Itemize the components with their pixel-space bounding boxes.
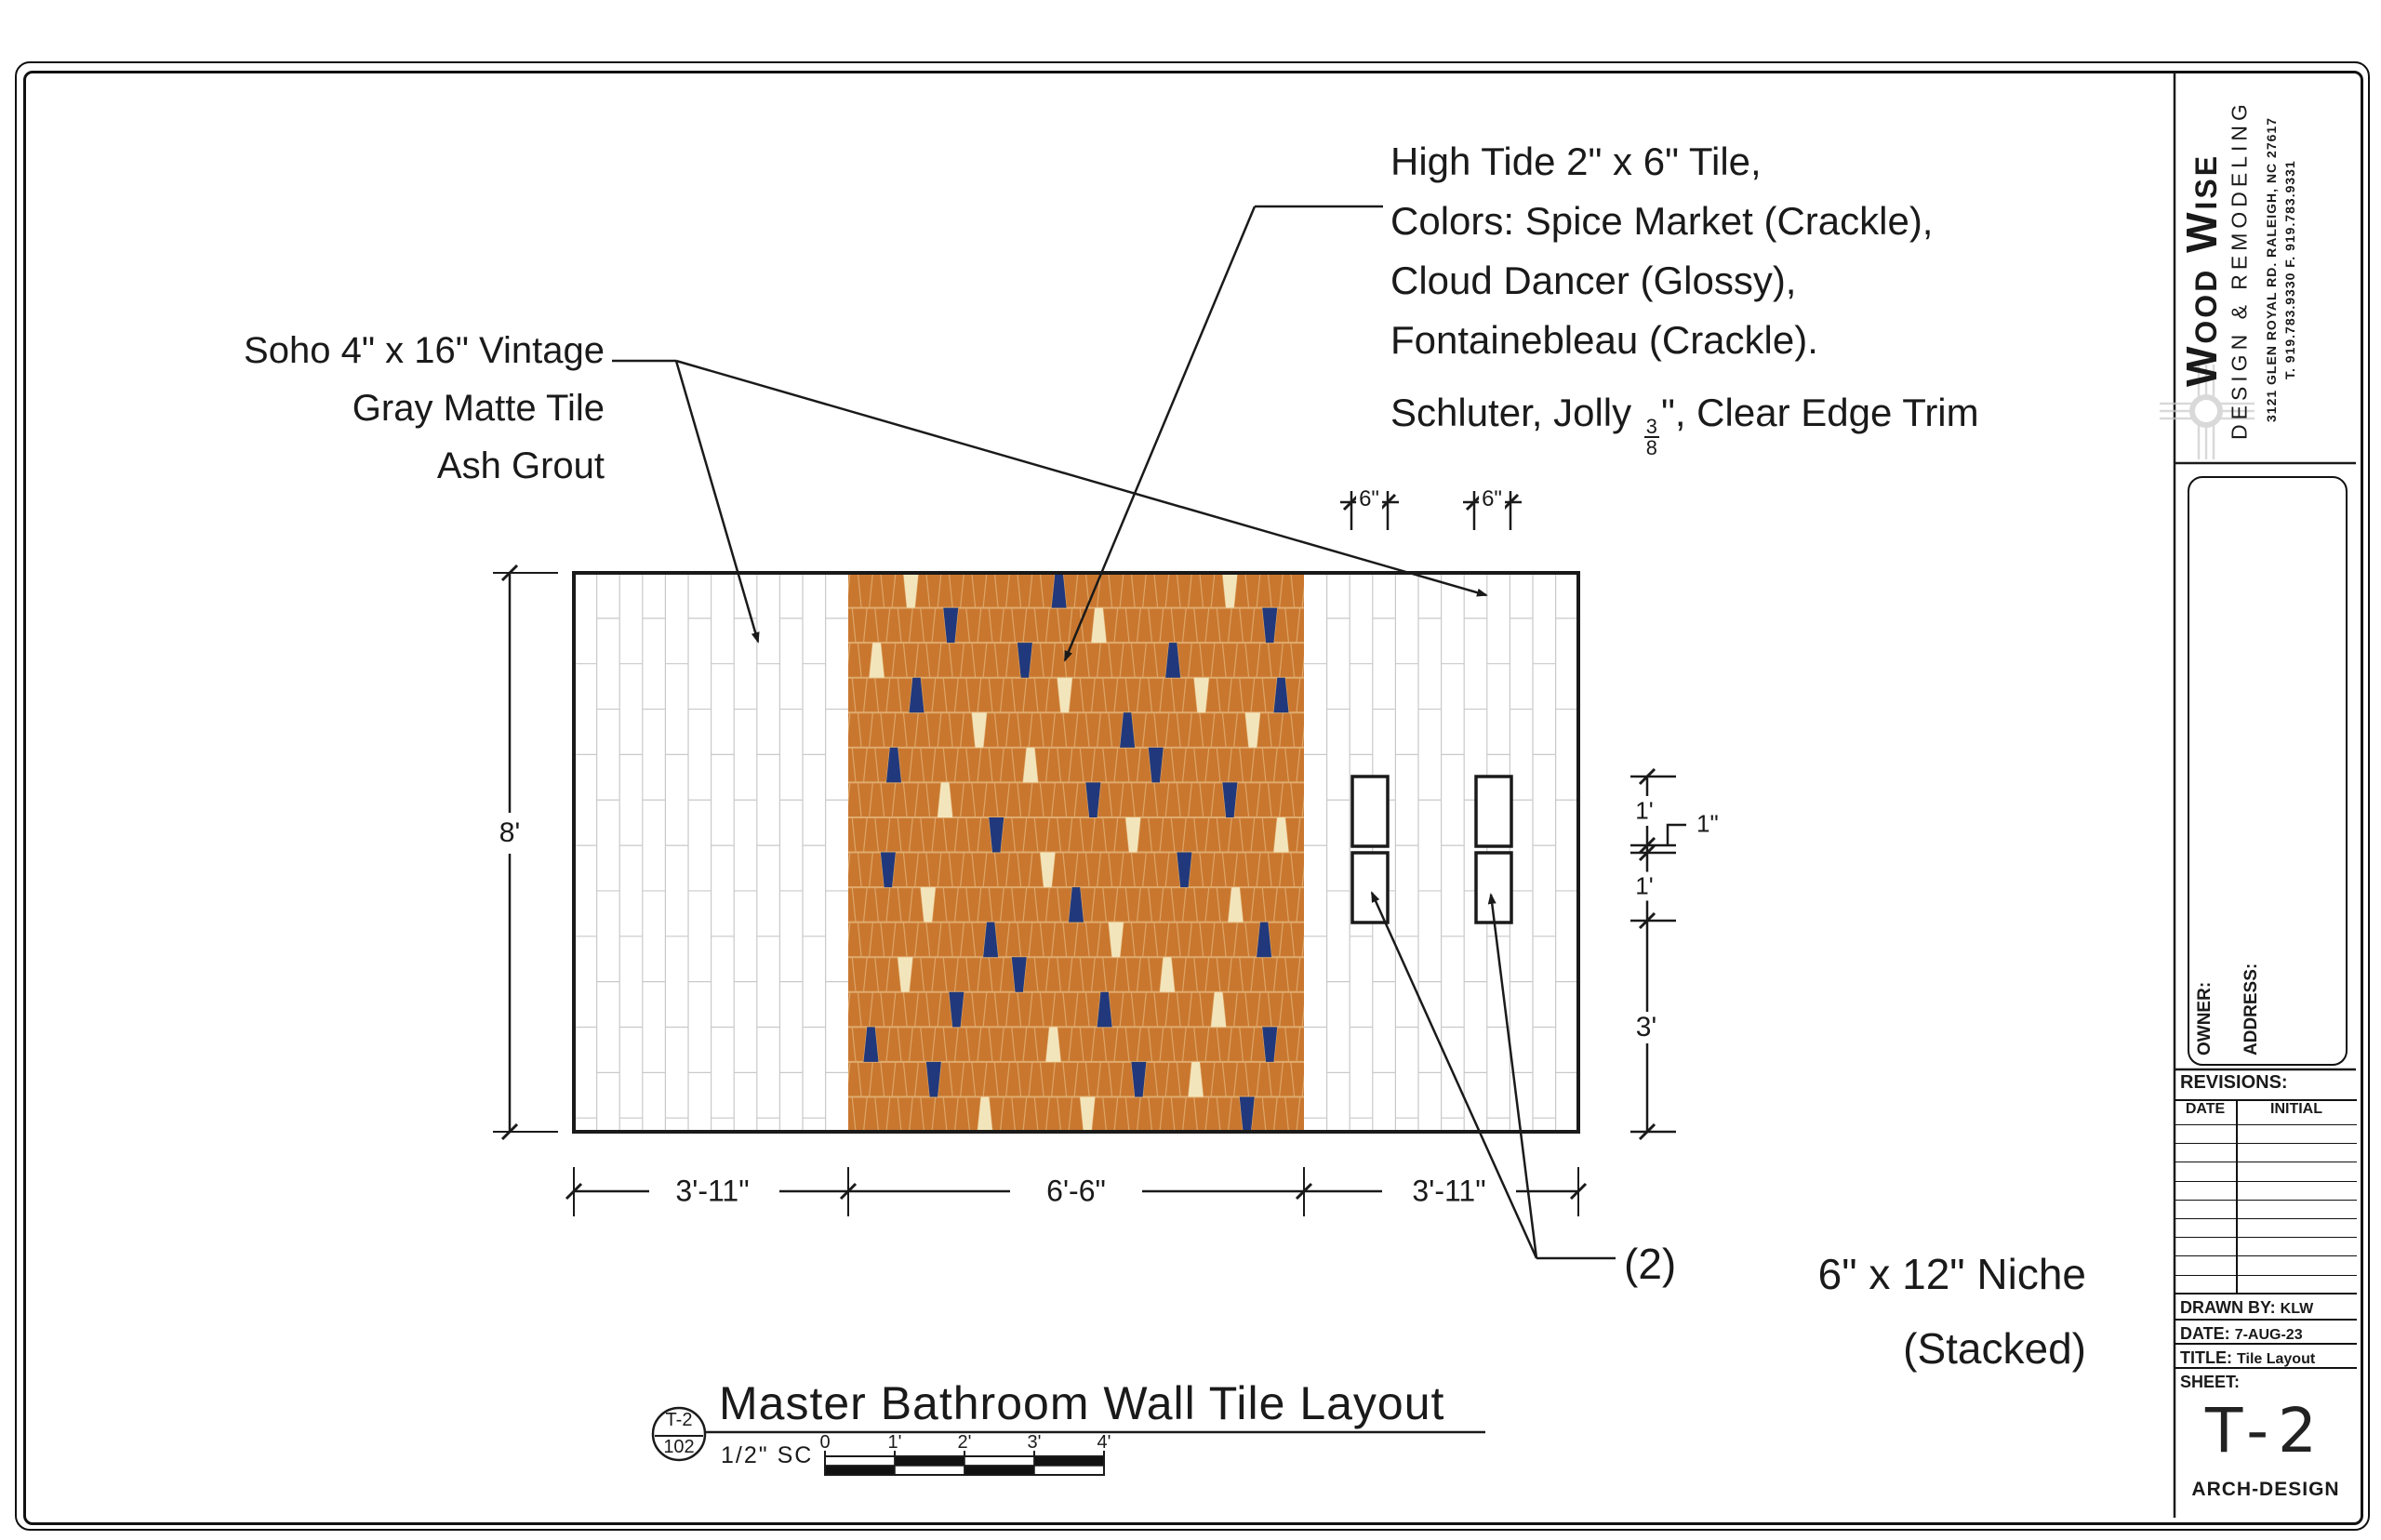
annotation-line: Soho 4" x 16" Vintage — [244, 330, 605, 371]
revisions-empty-cell — [2236, 1219, 2357, 1239]
annotation-line: Ash Grout — [436, 445, 605, 486]
scalebar-tick-0: 0 — [819, 1432, 831, 1453]
annotation-field-tile: Soho 4" x 16" Vintage Gray Matte Tile As… — [244, 322, 605, 495]
company-address: 3121 GLEN ROYAL RD. RALEIGH, NC 27617 — [2264, 117, 2279, 422]
revisions-empty-cell — [2236, 1276, 2357, 1294]
revisions-empty-cell — [2236, 1182, 2357, 1201]
revisions-empty-cell — [2236, 1201, 2357, 1219]
company-tagline: DESIGN & REMODELING — [2227, 100, 2252, 440]
annotation-line: (Stacked) — [1903, 1324, 2086, 1373]
dim-label-niche-gap: 1" — [1696, 809, 1719, 838]
dim-label-width-center: 6'-6" — [1041, 1174, 1111, 1209]
ref-bubble-detail: 102 — [663, 1437, 695, 1457]
dim-label-niche-width-b: 6" — [1479, 486, 1505, 512]
revisions-empty-cell — [2175, 1256, 2236, 1276]
niche-quantity-label: (2) — [1624, 1240, 1677, 1288]
annotation-line: 6" x 12" Niche — [1817, 1250, 2086, 1298]
annotation-line: Colors: Spice Market (Crackle), — [1390, 199, 1934, 243]
view-title: Master Bathroom Wall Tile Layout — [719, 1377, 1445, 1429]
sheet-border-inner — [23, 71, 2363, 1525]
annotation-text: Schluter, Jolly — [1390, 391, 1643, 434]
annotation-accent-tile: High Tide 2" x 6" Tile, Colors: Spice Ma… — [1390, 132, 1979, 458]
scalebar-tick-1: 1' — [887, 1432, 902, 1453]
revisions-empty-cell — [2236, 1256, 2357, 1276]
annotation-text: ", Clear Edge Trim — [1660, 391, 1979, 434]
date-row: DATE: 7-AUG-23 — [2175, 1319, 2357, 1343]
revisions-empty-cell — [2175, 1238, 2236, 1257]
annotation-line: Fontainebleau (Crackle). — [1390, 318, 1818, 362]
date-value: 7-AUG-23 — [2234, 1327, 2303, 1343]
niche-annotation: 6" x 12" Niche (Stacked) — [1818, 1237, 2086, 1386]
revisions-empty-cell — [2175, 1219, 2236, 1239]
sheet-border-outer — [15, 61, 2370, 1531]
dim-label-width-right: 3'-11" — [1406, 1174, 1492, 1209]
title-value: Tile Layout — [2237, 1351, 2316, 1367]
revisions-label: REVISIONS: — [2180, 1072, 2288, 1093]
dim-label-niche-bottom: 1' — [1629, 871, 1659, 901]
revisions-empty-cell — [2175, 1162, 2236, 1182]
revisions-header-cell: INITIAL — [2236, 1101, 2357, 1125]
address-label: ADDRESS: — [2241, 962, 2261, 1055]
date-label: DATE: — [2180, 1324, 2230, 1343]
sheet-label: SHEET: — [2180, 1373, 2241, 1391]
titleblock-footer: ARCH-DESIGN — [2191, 1479, 2340, 1500]
revisions-empty-cell — [2236, 1125, 2357, 1145]
annotation-line: Gray Matte Tile — [352, 388, 605, 429]
dim-label-below-niche: 3' — [1629, 1012, 1663, 1043]
drawn-by-value: KLW — [2280, 1301, 2314, 1317]
revisions-header-cell: DATE — [2175, 1101, 2236, 1125]
company-name: Wood Wise — [2177, 153, 2226, 387]
annotation-line: Cloud Dancer (Glossy), — [1390, 259, 1797, 302]
dim-label-wall-height: 8' — [493, 817, 526, 849]
dim-label-width-left: 3'-11" — [670, 1174, 755, 1209]
fraction-denominator: 8 — [1645, 436, 1657, 460]
scalebar-tick-4: 4' — [1097, 1432, 1111, 1453]
revisions-empty-cell — [2175, 1182, 2236, 1201]
scale-note: 1/2" SC — [721, 1442, 814, 1468]
drawn-by-label: DRAWN BY: — [2180, 1298, 2276, 1317]
dim-label-niche-top: 1' — [1629, 796, 1659, 826]
scalebar-tick-2: 2' — [957, 1432, 972, 1453]
revisions-column-divider — [2236, 1099, 2238, 1293]
annotation-line: High Tide 2" x 6" Tile, — [1390, 139, 1762, 183]
sheet-number: T-2 — [2204, 1395, 2327, 1467]
owner-box — [2188, 476, 2348, 1066]
revisions-empty-cell — [2236, 1162, 2357, 1182]
drawn-by-row: DRAWN BY: KLW — [2175, 1293, 2357, 1319]
sheet-row: SHEET: — [2175, 1367, 2357, 1518]
scalebar-tick-3: 3' — [1027, 1432, 1042, 1453]
title-label: TITLE: — [2180, 1348, 2232, 1367]
fraction-numerator: 3 — [1643, 414, 1659, 439]
owner-label: OWNER: — [2195, 981, 2215, 1055]
company-phone: T. 919.783.9330 F. 919.783.9331 — [2282, 160, 2297, 379]
revisions-empty-cell — [2175, 1125, 2236, 1145]
ref-bubble-sheet: T-2 — [665, 1410, 693, 1430]
revisions-empty-cell — [2175, 1276, 2236, 1294]
revisions-empty-cell — [2175, 1144, 2236, 1163]
title-row: TITLE: Tile Layout — [2175, 1343, 2357, 1367]
dim-label-niche-width-a: 6" — [1356, 486, 1382, 512]
revisions-empty-cell — [2236, 1144, 2357, 1163]
revisions-empty-cell — [2175, 1201, 2236, 1219]
revisions-empty-cell — [2236, 1238, 2357, 1257]
